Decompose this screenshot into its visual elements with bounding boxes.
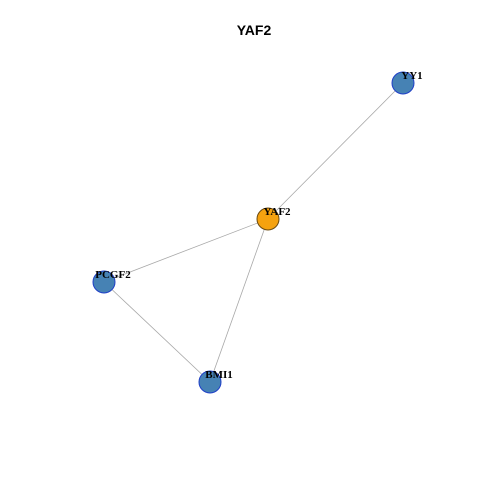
node-label-yaf2: YAF2 <box>263 206 291 218</box>
node-pcgf2: PCGF2 <box>92 269 131 294</box>
node-label-yy1: YY1 <box>401 70 422 82</box>
node-label-pcgf2: PCGF2 <box>95 269 131 281</box>
edge-yaf2-bmi1 <box>209 218 269 383</box>
node-yaf2: YAF2 <box>256 206 291 231</box>
node-circle-pcgf2 <box>92 270 116 294</box>
edge-pcgf2-bmi1 <box>103 281 211 383</box>
graph-title: YAF2 <box>237 22 272 38</box>
node-yy1: YY1 <box>391 70 423 95</box>
edge-yaf2-pcgf2 <box>103 218 269 283</box>
node-circle-yy1 <box>391 71 415 95</box>
node-circle-bmi1 <box>198 370 222 394</box>
node-bmi1: BMI1 <box>198 369 233 394</box>
node-label-bmi1: BMI1 <box>205 369 233 381</box>
node-circle-yaf2 <box>256 207 280 231</box>
edge-yaf2-yy1 <box>267 82 404 220</box>
edge-layer <box>103 82 404 383</box>
